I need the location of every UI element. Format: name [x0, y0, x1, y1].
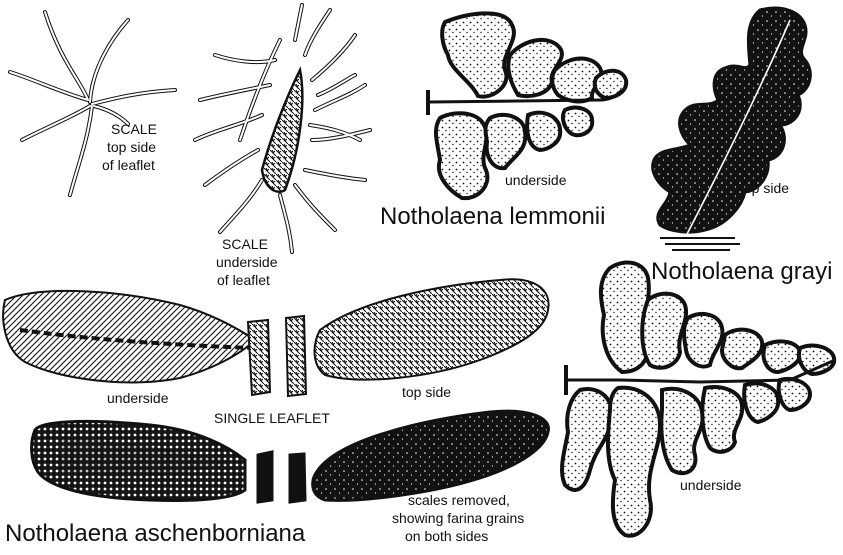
- aschenborniana-topside-label: top side: [402, 384, 452, 400]
- grayi-frond-drawing: [651, 6, 812, 251]
- large-frond-side-label: underside: [680, 477, 742, 493]
- aschenborniana-underside-label: underside: [107, 390, 169, 406]
- grayi-side-label: top side: [740, 180, 790, 196]
- scale-top-title: SCALE: [111, 121, 157, 137]
- lemmonii-species-name: Notholaena lemmonii: [380, 203, 606, 230]
- aschenborniana-farina-leaflets-drawing: [30, 409, 550, 504]
- scale-top-line2: top side: [107, 139, 157, 155]
- large-frond-underside-drawing: [560, 260, 837, 538]
- aschenborniana-hairy-leaflets-drawing: [2, 278, 550, 398]
- lemmonii-frond-drawing: [426, 11, 629, 201]
- single-leaflet-label: SINGLE LEAFLET: [214, 410, 330, 426]
- scale-under-line3: of leaflet: [217, 272, 270, 288]
- scale-under-title: SCALE: [222, 236, 268, 252]
- scale-under-line2: underside: [216, 254, 278, 270]
- farina-note-line1: scales removed,: [408, 492, 510, 508]
- scale-top-line3: of leaflet: [102, 157, 155, 173]
- aschenborniana-species-name: Notholaena aschenborniana: [5, 520, 306, 547]
- lemmonii-side-label: underside: [505, 172, 567, 188]
- farina-note-line2: showing farina grains: [392, 510, 525, 526]
- grayi-species-name: Notholaena grayi: [651, 258, 833, 285]
- farina-note-line3: on both sides: [405, 528, 489, 544]
- scale-underside-drawing: [193, 3, 372, 254]
